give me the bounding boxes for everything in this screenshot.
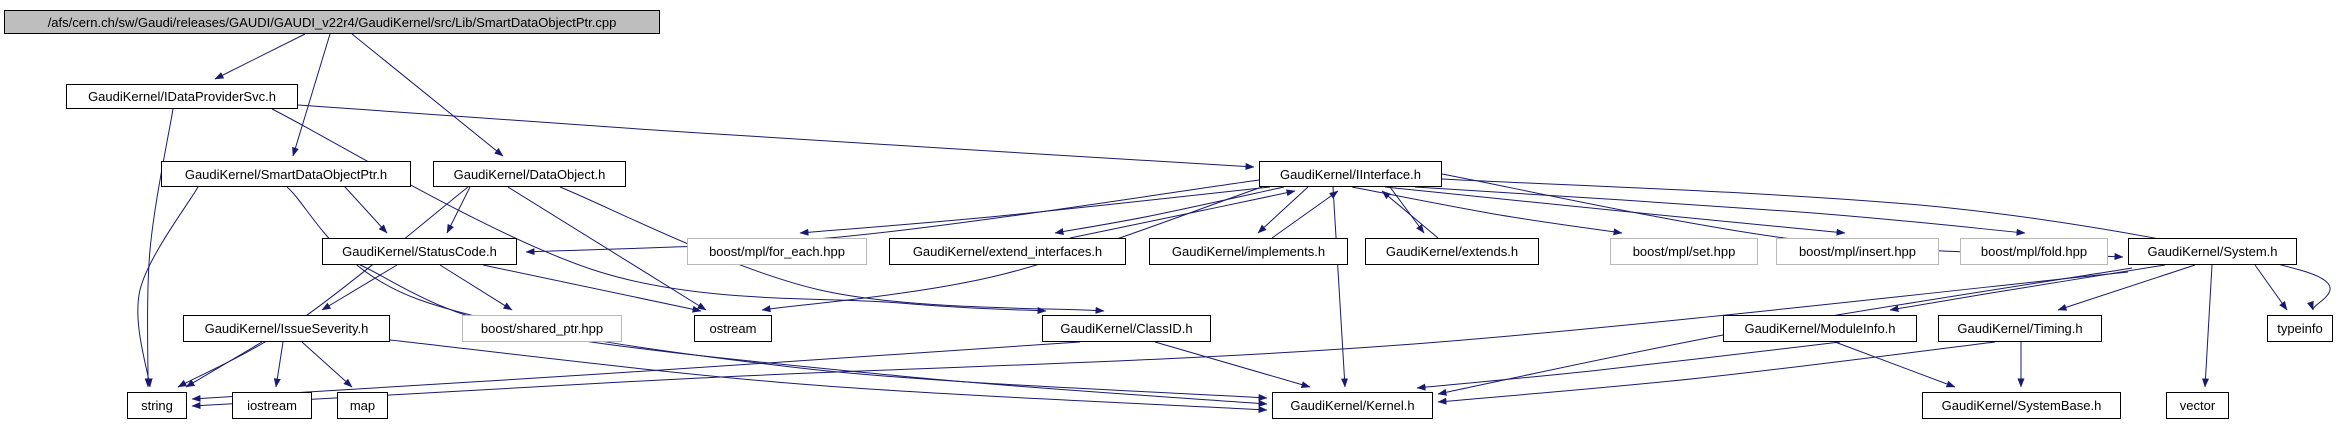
graph-node-sbase[interactable]: GaudiKernel/SystemBase.h [1922,392,2121,419]
graph-node-tim[interactable]: GaudiKernel/Timing.h [1938,315,2102,342]
graph-node-ext[interactable]: GaudiKernel/extends.h [1365,238,1539,265]
include-edge-idps-str [144,108,174,388]
include-edge-iintf-krn [1332,186,1348,388]
include-edge-iintf-tinf [1441,178,2331,311]
graph-node-minf[interactable]: GaudiKernel/ModuleInfo.h [1723,315,1917,342]
include-edge-sdop-str [137,186,199,388]
graph-node-isev[interactable]: GaudiKernel/IssueSeverity.h [183,315,390,342]
graph-node-str[interactable]: string [127,392,187,419]
graph-node-extintf[interactable]: GaudiKernel/extend_interfaces.h [889,238,1126,265]
graph-node-ins[interactable]: boost/mpl/insert.hpp [1776,238,1939,265]
include-edge-dobj-str [177,186,469,388]
graph-node-sdop[interactable]: GaudiKernel/SmartDataObjectPtr.h [161,161,411,187]
graph-node-ostr[interactable]: ostream [694,315,772,342]
graph-node-cid[interactable]: GaudiKernel/ClassID.h [1042,315,1211,342]
include-edge-dobj-cid [559,186,1105,314]
graph-node-foreach[interactable]: boost/mpl/for_each.hpp [687,238,867,265]
include-edge-cid-krn [1154,341,1311,388]
include-edge-sys-str [191,271,2129,410]
include-edge-iintf-impl [1257,186,1309,234]
include-edge-tim-krn [1437,341,1996,405]
include-edge-iintf-extintf [1054,186,1285,235]
include-edge-root-idps [214,33,306,80]
include-edge-dobj-ostr [507,186,707,311]
graph-node-dobj[interactable]: GaudiKernel/DataObject.h [433,161,626,187]
include-edge-sdop-scode [344,186,388,234]
include-edge-sdop-krn [286,186,1268,401]
graph-node-map[interactable]: map [337,392,388,419]
include-edge-scode-krn [359,264,1268,407]
include-edge-isev-iost [273,341,284,388]
include-edge-sys-tinf [2254,264,2288,311]
include-edge-isev-krn [389,339,1268,414]
graph-node-sptr[interactable]: boost/shared_ptr.hpp [462,315,622,342]
graph-node-krn[interactable]: GaudiKernel/Kernel.h [1272,392,1433,419]
include-edge-sys-vec [2201,264,2213,388]
include-edge-scode-ostr [482,264,702,313]
include-edge-iintf-ins [1384,186,1846,236]
include-edges [137,33,2331,414]
include-edge-scode-isev [321,264,398,311]
graph-node-sys[interactable]: GaudiKernel/System.h [2128,238,2297,265]
include-edge-minf-krn [1416,341,1841,391]
include-edge-iintf-scode [525,179,1260,256]
include-edge-cid-str [191,341,1081,402]
include-edge-isev-str [185,341,263,388]
include-edge-iintf-fold [1414,186,2026,236]
graph-node-iintf[interactable]: GaudiKernel/IInterface.h [1259,161,1442,187]
include-edge-root-sdop [292,33,331,157]
include-edge-iintf-ostr [761,186,1263,313]
include-edge-root-dobj [351,33,504,157]
include-edge-scode-sptr [439,264,513,311]
include-edge-idps-iintf [297,104,1255,170]
include-edge-dobj-scode [446,186,471,234]
graph-node-fold[interactable]: boost/mpl/fold.hpp [1960,238,2108,265]
include-edge-minf-sbase [1834,341,1956,388]
include-edge-ext-iintf [1381,190,1439,239]
include-edge-iintf-ext [1389,186,1425,234]
include-edge-isev-map [301,341,353,388]
graph-node-tinf[interactable]: typeinfo [2267,315,2333,342]
graph-node-vec[interactable]: vector [2166,392,2229,419]
include-edge-extintf-iintf [1069,189,1296,239]
include-edge-iintf-set [1351,186,1623,236]
include-edge-iintf-foreach [799,186,1271,236]
graph-node-root[interactable]: /afs/cern.ch/sw/Gaudi/releases/GAUDI/GAU… [4,10,660,34]
include-edge-impl-iintf [1271,190,1339,239]
graph-node-impl[interactable]: GaudiKernel/implements.h [1149,238,1348,265]
graph-node-set[interactable]: boost/mpl/set.hpp [1610,238,1758,265]
include-edge-sys-tim [2057,264,2196,311]
graph-node-scode[interactable]: GaudiKernel/StatusCode.h [322,238,517,265]
include-edge-sys-minf [1889,264,2166,313]
graph-node-idps[interactable]: GaudiKernel/IDataProviderSvc.h [66,84,298,109]
graph-node-iost[interactable]: iostream [232,392,312,419]
